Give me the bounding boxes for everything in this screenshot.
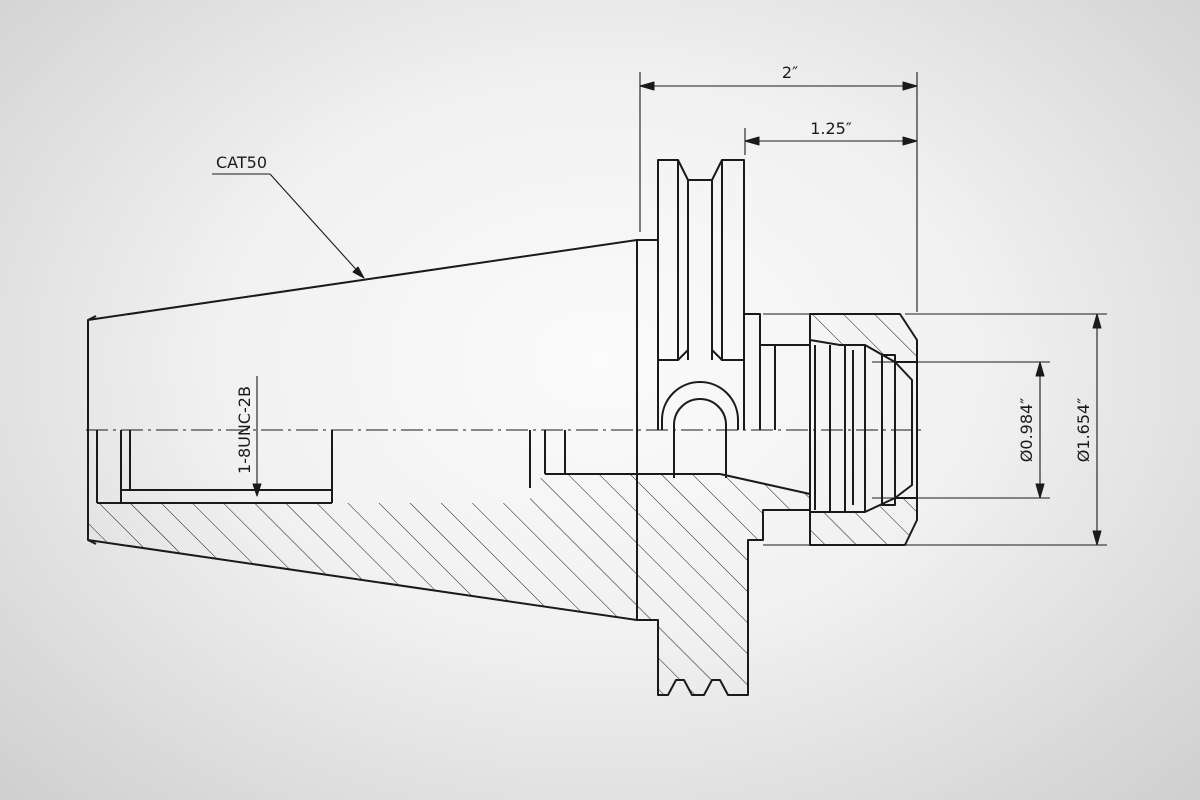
thread-bore-outline bbox=[96, 430, 546, 503]
overall-length-label: 2″ bbox=[782, 63, 798, 82]
drive-slot bbox=[661, 381, 739, 430]
bore-diameter-label: Ø0.984″ bbox=[1017, 398, 1036, 462]
dimensions: 2″ 1.25″ Ø0.984″ Ø1.654″ 1-8UNC-2B CAT50 bbox=[212, 63, 1107, 546]
nut-lower-section-hatch bbox=[810, 498, 917, 545]
taper-leader bbox=[269, 173, 363, 277]
flange-outline bbox=[637, 159, 810, 346]
nut-upper-section-hatch bbox=[810, 314, 917, 362]
collet-body bbox=[759, 345, 776, 430]
taper-label: CAT50 bbox=[216, 153, 267, 172]
nut-diameter-label: Ø1.654″ bbox=[1074, 398, 1093, 462]
part-outline bbox=[87, 159, 918, 696]
nut-length-label: 1.25″ bbox=[810, 119, 852, 138]
section-hatching bbox=[88, 314, 917, 695]
thread-label: 1-8UNC-2B bbox=[235, 386, 254, 474]
body-section-hatch bbox=[88, 474, 810, 695]
